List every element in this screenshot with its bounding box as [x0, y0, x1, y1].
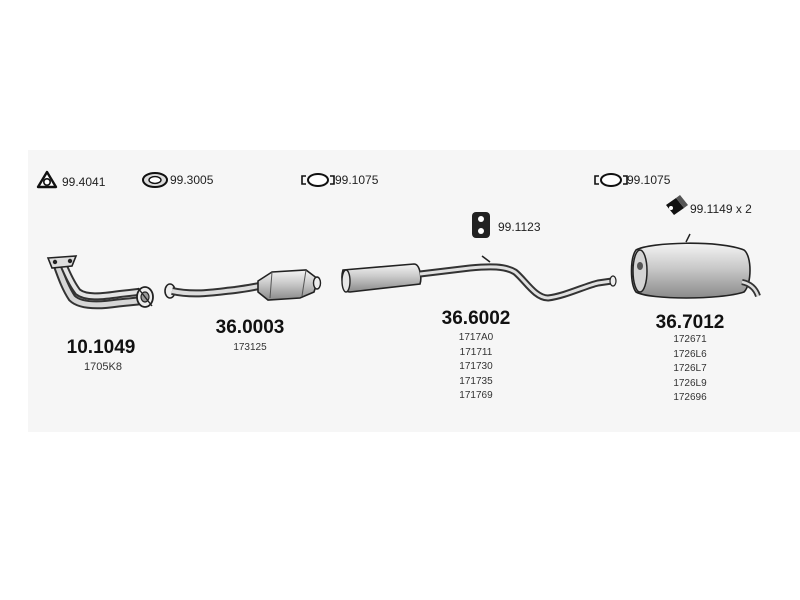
accessory-code: 99.1075 [627, 173, 671, 187]
reference-number: 1726L6 [673, 348, 707, 360]
accessory-code: 99.1075 [335, 173, 379, 187]
accessory-code: 99.1149 x 2 [690, 202, 752, 216]
mounting-bracket-icon [666, 195, 688, 215]
oval-clamp-icon [594, 173, 628, 187]
reference-list: 173125 [233, 341, 266, 356]
reference-number: 1726L9 [673, 377, 707, 389]
oval-clamp-icon [301, 173, 335, 187]
reference-number: 171735 [459, 375, 493, 387]
part-number: 10.1049 [66, 337, 136, 358]
rear-silencer-icon [630, 233, 761, 299]
reference-number: 1717A0 [458, 332, 494, 343]
accessory-code: 99.4041 [62, 175, 106, 189]
reference-number: 173125 [233, 342, 267, 353]
reference-number: 171730 [459, 361, 493, 372]
triangle-gasket-icon [36, 170, 58, 189]
rubber-hanger-icon [472, 212, 490, 238]
reference-number: 1705K8 [84, 361, 122, 373]
reference-number: 171769 [459, 390, 493, 401]
middle-silencer-icon [341, 255, 617, 302]
reference-number: 172696 [673, 392, 707, 403]
ring-gasket-icon [142, 172, 168, 188]
part-number: 36.6002 [441, 308, 511, 329]
accessory-code: 99.3005 [170, 173, 214, 187]
part-number: 36.0003 [215, 317, 285, 338]
reference-number: 1726L7 [673, 363, 707, 374]
reference-list: 172671 1726L6 1726L7 1726L9 172696 [673, 333, 706, 406]
part-number: 36.7012 [655, 312, 725, 333]
reference-list: 1717A0 171711 171730 171735 171769 [459, 331, 493, 404]
reference-number: 172671 [673, 334, 707, 345]
reference-number: 171711 [459, 346, 493, 358]
front-pipe-icon [46, 255, 154, 310]
catalytic-converter-icon [164, 269, 322, 301]
accessory-code: 99.1123 [498, 220, 541, 234]
reference-list: 1705K8 [84, 360, 122, 375]
